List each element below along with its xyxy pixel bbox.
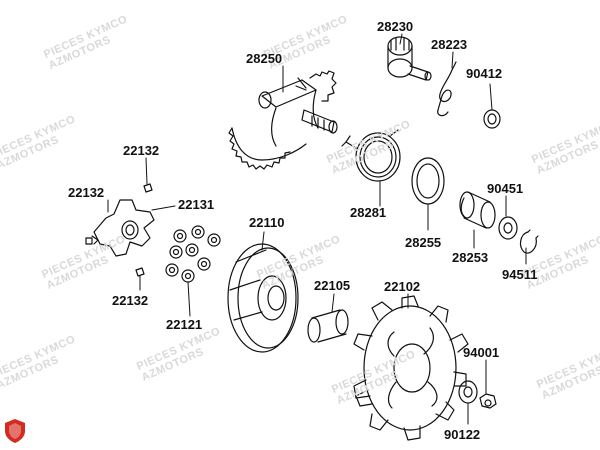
part-label-22105: 22105: [314, 278, 351, 293]
part-label-90451: 90451: [487, 181, 524, 196]
part-label-28281: 28281: [350, 205, 387, 220]
part-label-22110: 22110: [249, 215, 285, 230]
part-label-94001: 94001: [463, 345, 500, 360]
return-spring-part: [437, 61, 457, 117]
weight-rollers-part: [165, 225, 221, 283]
part-label-22121: 22121: [166, 317, 203, 332]
part-label-22102: 22102: [384, 279, 421, 294]
washer-90451-part: [498, 216, 518, 240]
washer-90412-part: [483, 109, 501, 129]
leader-lines: [107, 33, 527, 425]
slider-piece-part: [85, 237, 93, 245]
part-label-22132: 22132: [68, 185, 105, 200]
part-label-22132: 22132: [112, 293, 149, 308]
part-label-28255: 28255: [405, 235, 442, 250]
washer-90122-part: [458, 380, 478, 404]
bushing-28253-part: [459, 191, 496, 229]
part-label-28250: 28250: [246, 51, 283, 66]
kick-spring-part: [341, 129, 401, 182]
kick-starter-shaft-part: [228, 70, 338, 170]
collar-bushing-part: [307, 309, 349, 343]
part-label-22131: 22131: [178, 197, 215, 212]
nut-94001-part: [479, 393, 497, 409]
circlip-94511-part: [519, 229, 539, 254]
ring-28255-part: [411, 157, 445, 205]
part-label-22132: 22132: [123, 143, 160, 158]
slider-piece-part: [143, 183, 153, 193]
slider-piece-part: [135, 267, 145, 277]
part-label-90122: 90122: [444, 427, 481, 442]
part-label-90412: 90412: [466, 66, 503, 81]
ramp-plate-part: [91, 199, 155, 257]
brand-shield-icon: [5, 419, 25, 443]
part-label-28230: 28230: [377, 19, 414, 34]
part-label-28253: 28253: [452, 250, 489, 265]
drive-pulley-face-part: [227, 243, 299, 353]
starter-spindle-part: [387, 36, 432, 81]
part-label-94511: 94511: [502, 267, 538, 282]
part-label-28223: 28223: [431, 37, 468, 52]
